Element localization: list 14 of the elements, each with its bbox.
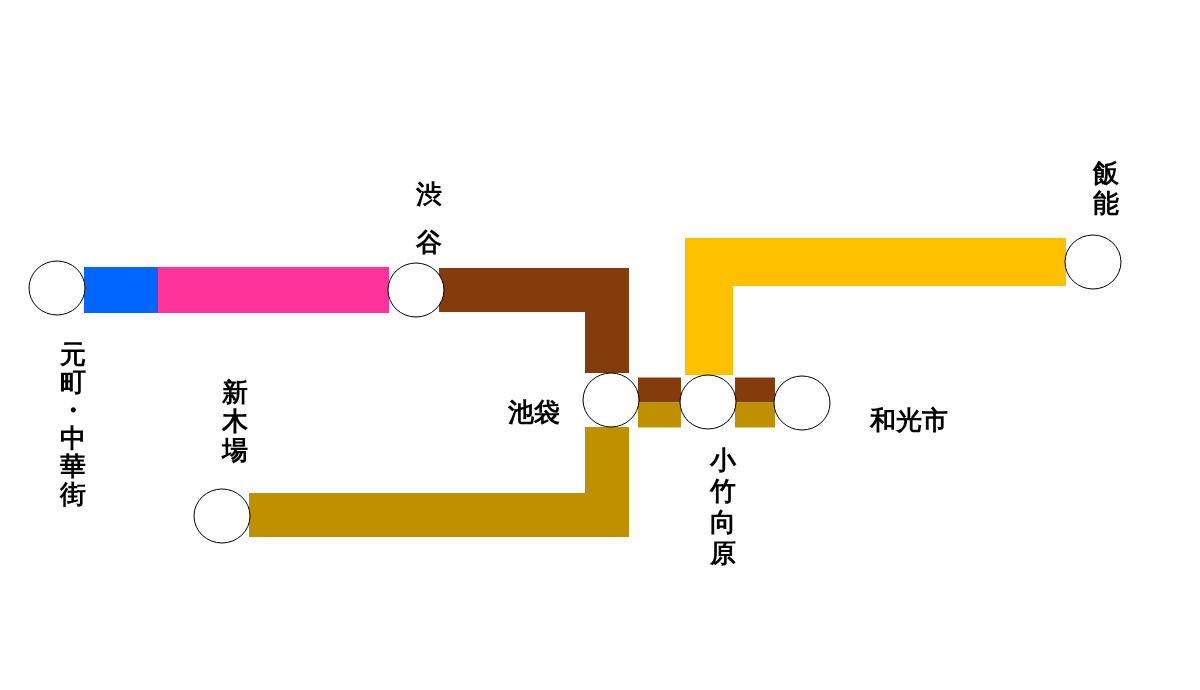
route-line [735,402,775,428]
route-line [84,267,389,313]
station-name: 飯能 [1093,158,1119,218]
route-line [249,427,629,537]
station-name: 和光市 [870,407,948,433]
station-name: 新木場 [222,378,248,465]
station-name: 小竹向原 [710,445,736,569]
route-line [638,377,681,403]
station-name: 渋谷 [416,178,442,259]
route-line [735,377,775,403]
station-name: 元町・中華街 [60,340,86,508]
station-name: 池袋 [508,399,560,425]
route-line [638,402,681,428]
route-line [439,268,629,373]
